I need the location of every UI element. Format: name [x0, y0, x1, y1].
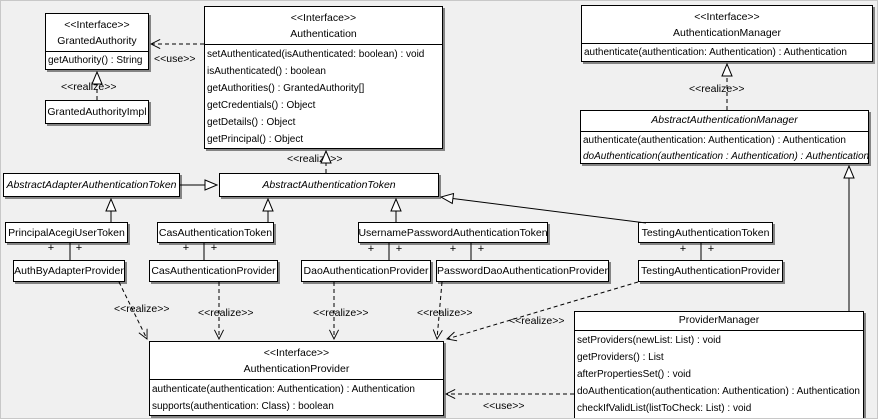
stereotype: <<Interface>> — [64, 19, 130, 31]
class-dao-authentication-provider[interactable]: DaoAuthenticationProvider — [301, 260, 431, 282]
method: doAuthentication(authentication: Authent… — [577, 386, 860, 397]
stereotype: <<Interface>> — [263, 347, 330, 359]
class-name: GrantedAuthorityImpl — [47, 106, 147, 118]
realize-label: <<realize>> — [198, 307, 254, 319]
class-name: CasAuthenticationToken — [158, 226, 273, 239]
realize-label: <<realize>> — [509, 315, 565, 327]
method: getCredentials() : Object — [207, 100, 316, 111]
association-end-label: + — [182, 242, 190, 254]
class-password-dao-authentication-provider[interactable]: PasswordDaoAuthenticationProvider — [436, 260, 609, 282]
association-end-label: + — [679, 243, 687, 255]
class-name: TestingAuthenticationProvider — [641, 265, 780, 277]
class-name: AuthByAdapterProvider — [14, 265, 124, 277]
class-name: TestingAuthenticationToken — [641, 226, 770, 239]
use-label: <<use>> — [483, 400, 525, 412]
class-name: UsernamePasswordAuthenticationToken — [358, 226, 548, 239]
realize-label: <<realize>> — [313, 307, 369, 319]
class-name: DaoAuthenticationProvider — [303, 265, 429, 277]
class-authentication[interactable]: <<Interface>> Authentication setAuthenti… — [204, 6, 443, 149]
class-abstract-authentication-token[interactable]: AbstractAuthenticationToken — [219, 173, 439, 197]
association-end-label: + — [477, 243, 485, 255]
association-end-label: + — [707, 243, 715, 255]
class-username-password-authentication-token[interactable]: UsernamePasswordAuthenticationToken — [358, 222, 548, 243]
class-auth-by-adapter-provider[interactable]: AuthByAdapterProvider — [13, 260, 125, 282]
method: getProviders() : List — [577, 352, 664, 363]
association-end-label: + — [449, 243, 457, 255]
class-authentication-manager[interactable]: <<Interface>> AuthenticationManager auth… — [581, 5, 873, 62]
class-testing-authentication-token[interactable]: TestingAuthenticationToken — [638, 222, 773, 243]
class-provider-manager[interactable]: ProviderManager setProviders(newList: Li… — [574, 311, 864, 418]
class-abstract-authentication-manager[interactable]: AbstractAuthenticationManager authentica… — [580, 110, 869, 164]
method: isAuthenticated() : boolean — [207, 66, 326, 77]
class-name: Authentication — [290, 28, 357, 40]
class-name: AbstractAdapterAuthenticationToken — [6, 179, 177, 191]
class-authentication-provider[interactable]: <<Interface>> AuthenticationProvider aut… — [149, 341, 444, 416]
method: authenticate(authentication: Authenticat… — [583, 135, 846, 146]
method: authenticate(authentication: Authenticat… — [584, 47, 847, 58]
method: setProviders(newList: List) : void — [577, 335, 721, 346]
class-name: AuthenticationProvider — [243, 363, 350, 375]
class-testing-authentication-provider[interactable]: TestingAuthenticationProvider — [638, 260, 783, 282]
realize-label: <<realize>> — [287, 153, 343, 165]
method: getAuthority() : String — [48, 55, 143, 66]
class-cas-authentication-provider[interactable]: CasAuthenticationProvider — [149, 260, 278, 282]
association-end-label: + — [75, 242, 83, 254]
realize-label: <<realize>> — [114, 303, 170, 315]
realize-label: <<realize>> — [61, 81, 117, 93]
method: checkIfValidList(listToCheck: List) : vo… — [577, 403, 752, 414]
stereotype: <<Interface>> — [290, 12, 357, 24]
method: getAuthorities() : GrantedAuthority[] — [207, 83, 365, 94]
class-name: PrincipalAcegiUserToken — [8, 226, 125, 239]
method: doAuthentication(authentication : Authen… — [583, 151, 869, 162]
method: getPrincipal() : Object — [207, 134, 304, 145]
class-name: ProviderManager — [678, 314, 760, 326]
association-end-label: + — [367, 243, 375, 255]
method: afterPropertiesSet() : void — [577, 369, 691, 380]
class-principal-acegi-user-token[interactable]: PrincipalAcegiUserToken — [5, 222, 128, 243]
realize-label: <<realize>> — [689, 83, 745, 95]
stereotype: <<Interface>> — [694, 11, 760, 23]
class-name: AbstractAuthenticationManager — [651, 114, 798, 126]
class-name: GrantedAuthority — [57, 35, 137, 47]
association-end-label: + — [395, 243, 403, 255]
class-name: AbstractAuthenticationToken — [262, 179, 396, 191]
realize-label: <<realize>> — [417, 307, 473, 319]
class-name: AuthenticationManager — [673, 27, 781, 39]
method: setAuthenticated(isAuthenticated: boolea… — [207, 49, 425, 60]
method: getDetails() : Object — [207, 117, 296, 128]
method: supports(authentication: Class) : boolea… — [152, 401, 334, 412]
class-granted-authority[interactable]: <<Interface>> GrantedAuthority getAuthor… — [45, 13, 149, 70]
association-end-label: + — [210, 242, 218, 254]
class-name: CasAuthenticationProvider — [151, 265, 276, 277]
class-name: PasswordDaoAuthenticationProvider — [437, 265, 609, 277]
use-label: <<use>> — [154, 53, 196, 65]
class-abstract-adapter-authentication-token[interactable]: AbstractAdapterAuthenticationToken — [3, 173, 180, 197]
association-end-label: + — [47, 242, 55, 254]
class-cas-authentication-token[interactable]: CasAuthenticationToken — [157, 222, 274, 243]
method: authenticate(authentication: Authenticat… — [152, 384, 415, 395]
class-granted-authority-impl[interactable]: GrantedAuthorityImpl — [45, 100, 149, 124]
